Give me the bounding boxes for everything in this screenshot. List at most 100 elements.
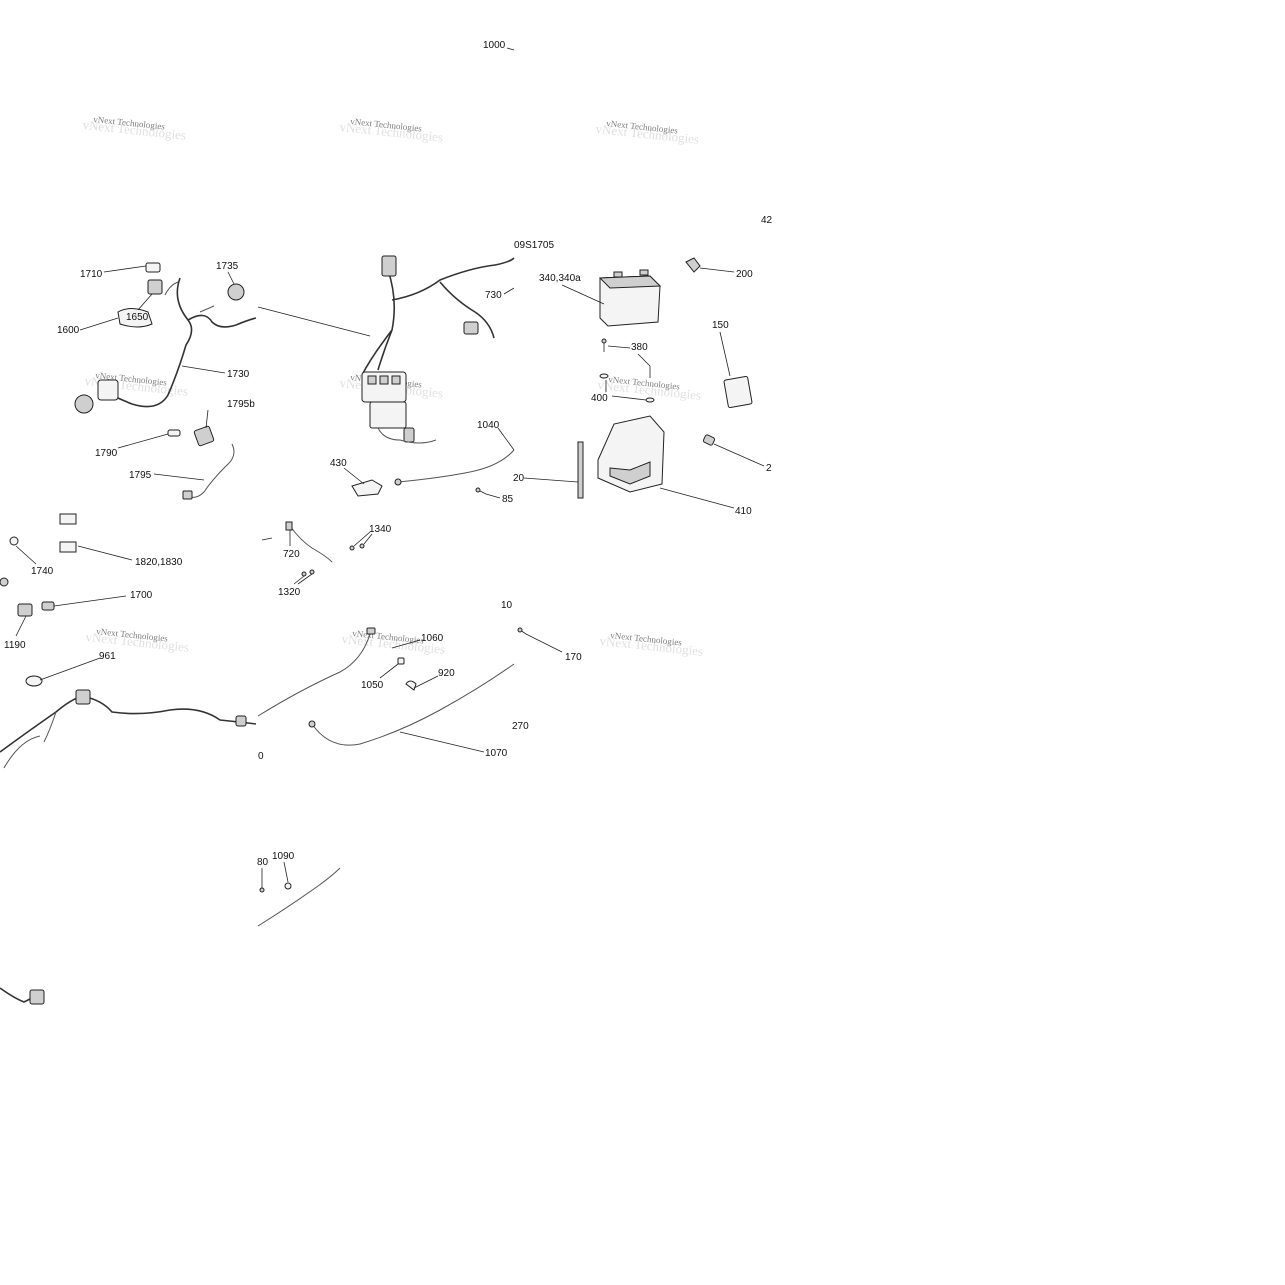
leader-1795b [205,409,209,429]
part-1050-fitting[interactable] [397,657,405,665]
callout-1060: 1060 [421,633,444,644]
part-80-grommet[interactable] [259,887,265,893]
part-right-connector[interactable] [235,715,247,727]
leader-150 [719,331,731,377]
part-1740-grommet[interactable] [9,536,19,546]
cable-1060[interactable] [257,633,371,717]
part-150-module[interactable] [723,375,753,409]
part-430-bracket[interactable] [351,479,383,497]
part-1710-connector[interactable] [145,262,161,273]
leader-961 [39,657,101,681]
part-200-connector[interactable] [685,257,701,273]
callout-1070: 1070 [485,748,508,759]
part-340-battery[interactable] [598,269,662,327]
callout-410: 410 [735,506,752,517]
part-fuse-box[interactable] [361,371,415,443]
part-1735-sensor[interactable] [227,283,245,301]
part-1820-relay[interactable] [59,513,77,553]
harness-main[interactable] [361,257,515,376]
leader-2 [713,443,765,467]
part-400-washer[interactable] [599,373,609,379]
part-20-strap[interactable] [577,441,584,499]
part-85-bolt-head [475,487,481,493]
part-961-clamp[interactable] [25,675,43,687]
part-1700-sensor[interactable] [41,601,55,611]
part-horn[interactable] [74,394,94,414]
harness-fusebox-branch [377,427,437,444]
leader-340 [561,284,605,305]
part-1340-bolt-2[interactable] [359,543,365,549]
part-1320-screw[interactable] [301,571,307,577]
leader-380b [637,353,651,367]
harness-lower-left[interactable] [0,695,257,753]
leader-1820 [77,545,133,561]
leader-1060 [391,639,421,649]
cable-1070[interactable] [311,663,515,746]
leader-720b [261,537,273,541]
part-1060-connector[interactable] [366,627,376,635]
leader-1790 [117,433,169,449]
part-410-battery-tray[interactable] [597,415,665,493]
part-920-clamp[interactable] [405,680,417,691]
callout-1050: 1050 [361,680,384,691]
callout-920: 920 [438,668,455,679]
part-1650-relay[interactable] [147,279,163,295]
leader-1735 [227,271,235,285]
cable-bottom[interactable] [257,867,341,927]
callout-85: 85 [502,494,514,505]
callout-400: 400 [591,393,608,404]
callout-42: 42 [761,215,773,226]
part-400-washer-2[interactable] [645,397,655,403]
harness-1730[interactable] [97,277,257,408]
leader-400b [611,395,647,401]
leader-1730 [181,365,226,374]
part-1190-switch[interactable] [17,603,33,617]
leader-1340 [353,531,371,547]
part-horn-bracket[interactable] [97,379,119,401]
callout-1040: 1040 [477,420,500,431]
part-2-connector[interactable] [702,434,716,446]
part-1090-grommet[interactable] [284,882,292,890]
callout-430: 430 [330,458,347,469]
part-main-connector[interactable] [381,255,397,277]
leader-1710 [103,265,147,273]
leader-170 [525,633,563,653]
harness-1795[interactable] [187,443,235,498]
part-1795b-relay[interactable] [193,425,215,447]
harness-1730-branch [164,281,215,313]
part-1600-pad[interactable] [117,308,153,328]
leader-1600 [79,317,119,331]
lower-left-group [0,513,257,769]
leader-1320 [293,575,305,585]
part-720-connector[interactable] [285,521,293,531]
cable-1040[interactable] [397,449,515,483]
part-harness-connector-730[interactable] [463,321,479,335]
callout-340: 340,340a [539,273,581,284]
part-bottom-connector[interactable] [29,989,45,1005]
part-1795-connector[interactable] [182,490,193,500]
part-1320-screw-2[interactable] [309,569,315,575]
callout-1320: 1320 [278,587,301,598]
leader-harness-1730 [257,306,371,337]
leader-1070 [399,731,485,753]
part-380-bolt-head [601,338,607,344]
leader-1740 [15,545,37,565]
callout-1700: 1700 [130,590,153,601]
callout-80: 80 [257,857,269,868]
part-1790-fuse[interactable] [167,429,181,437]
callout-2: 2 [766,463,772,474]
bottom-group [0,867,341,1005]
part-lower-left-connector[interactable] [75,689,91,705]
wire-720[interactable] [289,525,333,563]
callout-1710: 1710 [80,269,103,280]
leader-730 [503,287,515,295]
part-170-screw-head [517,627,523,633]
part-left-connector[interactable] [0,577,9,587]
lower-right-group [517,627,527,635]
callout-730: 730 [485,290,502,301]
callout-200: 200 [736,269,753,280]
callout-1795: 1795 [129,470,152,481]
callout-170: 170 [565,652,582,663]
part-1340-bolt[interactable] [349,545,355,551]
callout-1790: 1790 [95,448,118,459]
